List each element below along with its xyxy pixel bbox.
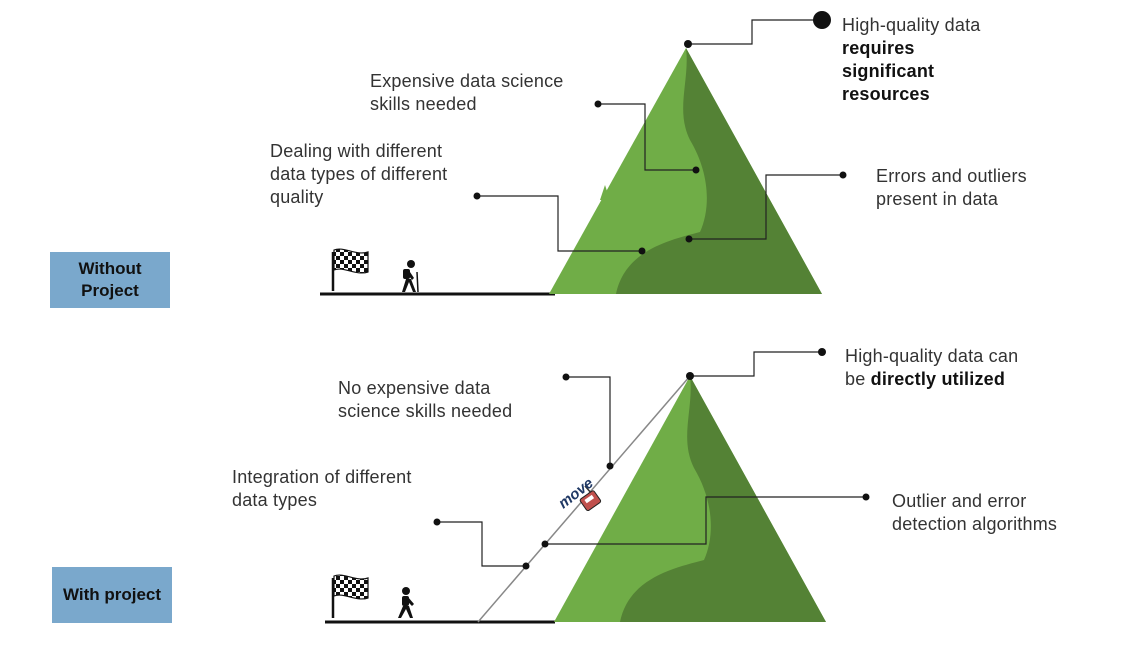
- leader-lines-top: [477, 19, 843, 252]
- annotation-data-types: Dealing with different data types of dif…: [270, 141, 448, 207]
- annotation-integration: Integration of different data types: [232, 467, 412, 510]
- annotation-outlier-detection: Outlier and error detection algorithms: [892, 491, 1058, 534]
- leader-lines-bottom: [437, 351, 866, 567]
- leader-dots-bottom: [433, 348, 870, 570]
- mountain-top: [549, 48, 822, 294]
- hiker-icon: [398, 587, 414, 618]
- annotation-bottom-high-quality-bold: directly utilized: [870, 369, 1006, 389]
- cable-car-icon: [579, 485, 602, 512]
- leader-dots-top: [473, 11, 847, 255]
- annotation-no-skills-needed: No expensive data science skills needed: [338, 378, 513, 421]
- mountain-bottom: [554, 376, 826, 622]
- annotation-top-high-quality: High-quality data requires significant r…: [842, 14, 992, 106]
- checkered-flag-icon: [331, 248, 369, 291]
- annotation-bottom-high-quality-plain: High-quality data can be: [845, 346, 1019, 389]
- row-label-with-project: With project: [52, 567, 172, 623]
- annotation-errors-outliers: Errors and outliers present in data: [876, 166, 1027, 209]
- hiker-icon: [402, 260, 419, 293]
- checkered-flag-icon: [331, 574, 369, 618]
- annotation-bottom-high-quality: High-quality data can be directly utiliz…: [845, 345, 1030, 391]
- mountain-snow-jag-left: [600, 185, 610, 200]
- annotation-top-high-quality-plain: High-quality data: [842, 15, 981, 35]
- mountain-dark-face-bottom: [620, 376, 826, 622]
- mountain-dark-face: [616, 48, 822, 294]
- annotation-skills-needed: Expensive data science skills needed: [370, 71, 564, 114]
- row-label-without-project: Without Project: [50, 252, 170, 308]
- annotation-top-high-quality-bold: requires significant resources: [842, 38, 935, 104]
